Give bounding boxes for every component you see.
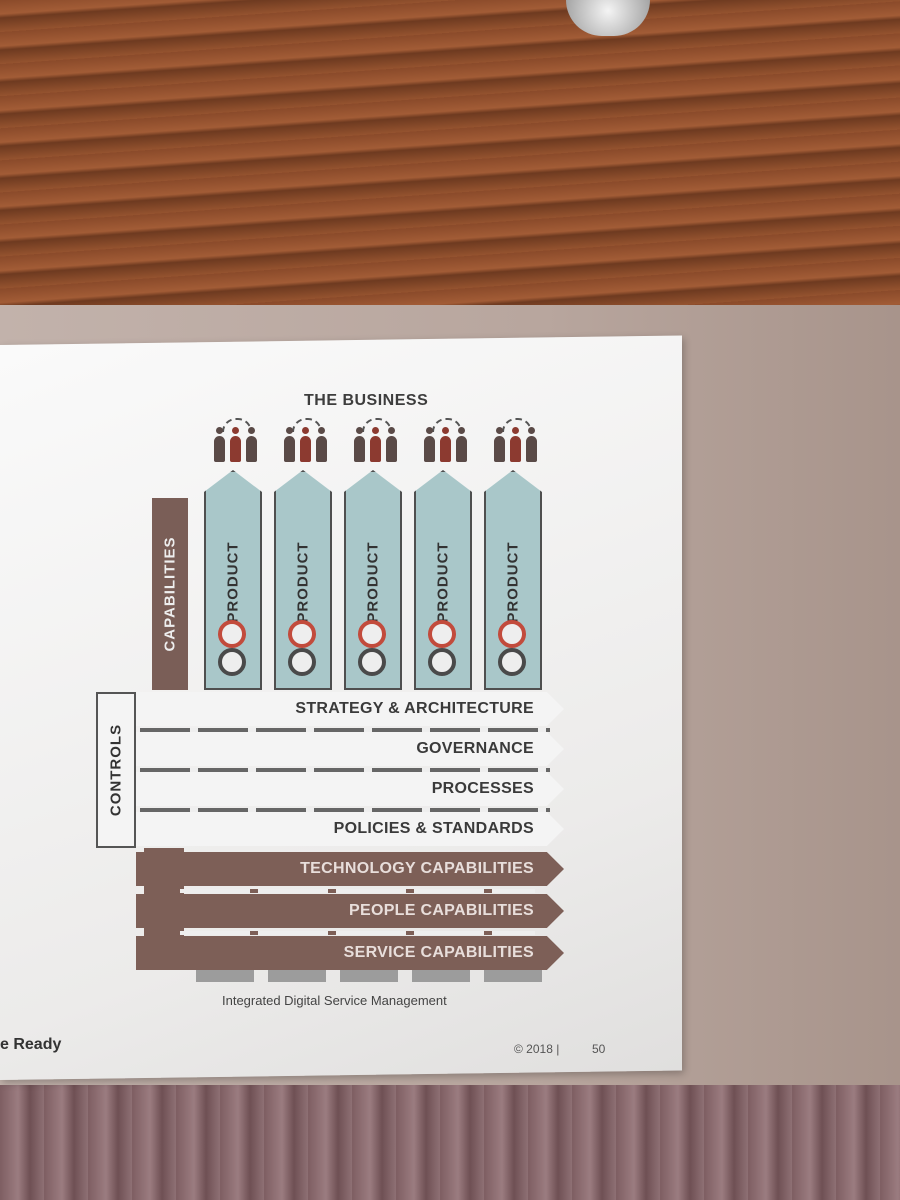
product-label: PRODUCT xyxy=(434,541,452,623)
cycle-icon xyxy=(358,620,386,648)
controls-box: CONTROLS xyxy=(96,692,136,848)
layer-service-capabilities: SERVICE CAPABILITIES xyxy=(136,936,564,970)
layer-label: POLICIES & STANDARDS xyxy=(333,820,534,837)
cycle-icon xyxy=(358,648,386,676)
layer-label: PEOPLE CAPABILITIES xyxy=(349,902,534,919)
layer-governance: GOVERNANCE xyxy=(136,732,564,766)
people-group-icon xyxy=(212,418,260,462)
capabilities-label: CAPABILITIES xyxy=(161,536,179,652)
base-block xyxy=(340,970,398,982)
people-group-icon xyxy=(422,418,470,462)
layer-separator xyxy=(180,889,535,893)
slide-page-number: 50 xyxy=(592,1042,606,1056)
product-column: PRODUCT xyxy=(274,470,332,690)
layer-separator xyxy=(140,728,550,732)
controls-label: CONTROLS xyxy=(107,723,125,817)
cycle-icon xyxy=(288,620,316,648)
product-column: PRODUCT xyxy=(204,470,262,690)
cycle-icon xyxy=(498,648,526,676)
layer-separator xyxy=(140,808,550,812)
product-label: PRODUCT xyxy=(224,541,242,623)
slide-copyright: © 2018 | xyxy=(514,1042,560,1056)
cycle-icon xyxy=(288,648,316,676)
wooden-ceiling xyxy=(0,0,900,320)
layer-label: PROCESSES xyxy=(431,780,534,797)
people-group-icon xyxy=(492,418,540,462)
product-column: PRODUCT xyxy=(484,470,542,690)
people-group-icon xyxy=(352,418,400,462)
base-block xyxy=(484,970,542,982)
base-block xyxy=(196,970,254,982)
the-business-label: THE BUSINESS xyxy=(304,392,429,409)
diagram-caption: Integrated Digital Service Management xyxy=(222,993,447,1008)
cycle-icon xyxy=(218,648,246,676)
base-block xyxy=(412,970,470,982)
layer-label: STRATEGY & ARCHITECTURE xyxy=(295,700,534,717)
product-column: PRODUCT xyxy=(414,470,472,690)
layer-separator xyxy=(180,931,535,935)
layer-policies-standards: POLICIES & STANDARDS xyxy=(136,812,564,846)
product-column: PRODUCT xyxy=(344,470,402,690)
layer-technology-capabilities: TECHNOLOGY CAPABILITIES xyxy=(136,852,564,886)
base-block xyxy=(268,970,326,982)
layer-label: TECHNOLOGY CAPABILITIES xyxy=(300,860,534,877)
product-label: PRODUCT xyxy=(294,541,312,623)
layer-strategy-architecture: STRATEGY & ARCHITECTURE xyxy=(136,692,564,726)
people-group-icon xyxy=(282,418,330,462)
product-label: PRODUCT xyxy=(504,541,522,623)
product-label: PRODUCT xyxy=(364,541,382,623)
layer-people-capabilities: PEOPLE CAPABILITIES xyxy=(136,894,564,928)
cycle-icon xyxy=(428,620,456,648)
slide-footer-left: e Ready xyxy=(0,1036,62,1053)
layer-label: SERVICE CAPABILITIES xyxy=(343,944,534,961)
capabilities-bar: CAPABILITIES xyxy=(152,498,188,690)
stage-curtain xyxy=(0,1085,900,1200)
layer-processes: PROCESSES xyxy=(136,772,564,806)
cycle-icon xyxy=(218,620,246,648)
layer-separator xyxy=(140,768,550,772)
cycle-icon xyxy=(428,648,456,676)
layer-label: GOVERNANCE xyxy=(416,740,534,757)
cycle-icon xyxy=(498,620,526,648)
